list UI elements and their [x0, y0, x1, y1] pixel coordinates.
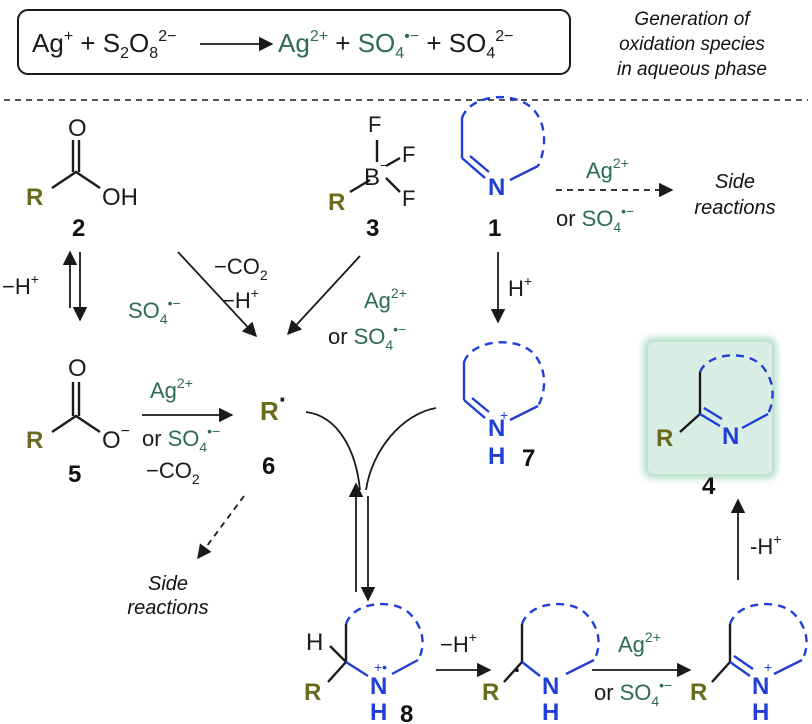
- caption-line-2: oxidation species: [619, 34, 765, 55]
- svg-text:R: R: [482, 679, 499, 706]
- equation-box: [17, 9, 571, 75]
- product-iminium-structure: R N + H: [690, 602, 808, 724]
- ag-label-3: Ag2+: [150, 375, 193, 403]
- compound-label-2: 2: [72, 215, 85, 242]
- dash-h-plus-label: -H+: [750, 531, 781, 559]
- h-plus-label: H+: [508, 273, 532, 301]
- compound-label-8: 8: [400, 701, 413, 724]
- caption-line-3: in aqueous phase: [617, 59, 767, 80]
- compound-7-structure: N + H: [462, 341, 546, 470]
- svg-text:B: B: [364, 164, 380, 191]
- svg-text:+: +: [764, 659, 772, 675]
- arrow-2-to-6: [177, 251, 257, 338]
- generation-products: Ag2+ + SO4•− + SO42−: [278, 28, 514, 62]
- svg-text:R: R: [690, 679, 707, 706]
- svg-text:H: H: [488, 443, 505, 470]
- svg-text:O: O: [68, 115, 87, 142]
- minus-h-label-3: −H+: [440, 629, 477, 657]
- radical-6: R·: [260, 384, 287, 426]
- svg-text:H: H: [542, 699, 559, 724]
- svg-text:N: N: [488, 174, 505, 201]
- minus-h-label-2: −H+: [222, 285, 259, 313]
- svg-text:N: N: [722, 423, 739, 450]
- ag-label-2: Ag2+: [364, 285, 407, 313]
- addition-arc-left: [305, 411, 361, 491]
- svg-text:+•: +•: [374, 659, 387, 675]
- svg-text:R: R: [656, 425, 673, 452]
- compound-label-5: 5: [68, 461, 81, 488]
- svg-text:H: H: [370, 699, 387, 724]
- arrow-3-to-6: [287, 255, 361, 336]
- compound-8-structure: H R N +• H: [304, 602, 424, 724]
- side-reactions-label-1b: reactions: [694, 197, 775, 219]
- svg-text:H: H: [306, 629, 323, 656]
- svg-text:N: N: [752, 673, 769, 700]
- svg-text:R: R: [26, 427, 43, 454]
- compound-label-1: 1: [488, 215, 501, 242]
- minus-co2-label-1: −CO2: [214, 254, 268, 283]
- minus-co2-label-2: −CO2: [146, 458, 200, 487]
- svg-text:N: N: [370, 673, 387, 700]
- svg-text:F: F: [368, 112, 381, 137]
- compound-3-structure: R B − F F F: [328, 112, 415, 216]
- compound-2-structure: R O OH: [26, 115, 138, 211]
- aminoalkyl-radical-structure: R · N H: [482, 602, 600, 724]
- compound-4-structure: R N: [656, 354, 774, 452]
- svg-text:F: F: [402, 142, 415, 167]
- svg-text:F: F: [402, 186, 415, 211]
- side-ag-label-1: Ag2+: [586, 155, 629, 183]
- side-reaction-arrow-2: [197, 495, 245, 560]
- compound-label-6: 6: [262, 453, 275, 480]
- compound-1-structure: N: [460, 95, 546, 201]
- so4-label-1: SO4•−: [128, 295, 181, 327]
- product-highlight: [648, 342, 772, 474]
- svg-text:O−: O−: [102, 423, 130, 454]
- compound-label-7: 7: [522, 445, 535, 472]
- svg-text:R: R: [328, 189, 345, 216]
- svg-text:OH: OH: [102, 184, 138, 211]
- side-reactions-label-2a: Side: [148, 573, 188, 595]
- addition-arc-right: [365, 407, 437, 491]
- compound-label-4: 4: [702, 473, 716, 500]
- svg-text:−: −: [380, 157, 388, 173]
- compound-5-structure: R O O−: [26, 355, 130, 454]
- generation-equation: Ag+ + S2O82−: [32, 28, 176, 62]
- svg-text:R: R: [304, 679, 321, 706]
- svg-text:H: H: [752, 699, 769, 724]
- side-reactions-label-1a: Side: [715, 171, 755, 193]
- svg-text:N: N: [542, 673, 559, 700]
- svg-text:N: N: [488, 415, 505, 442]
- svg-text:R: R: [26, 184, 43, 211]
- compound-label-3: 3: [366, 215, 379, 242]
- svg-text:·: ·: [514, 658, 521, 683]
- caption-line-1: Generation of: [634, 9, 751, 30]
- svg-text:O: O: [68, 355, 87, 382]
- svg-text:+: +: [500, 407, 508, 423]
- minus-h-label-1: −H+: [2, 271, 39, 299]
- side-reactions-label-2b: reactions: [127, 597, 208, 619]
- ag-label-4: Ag2+: [618, 629, 661, 657]
